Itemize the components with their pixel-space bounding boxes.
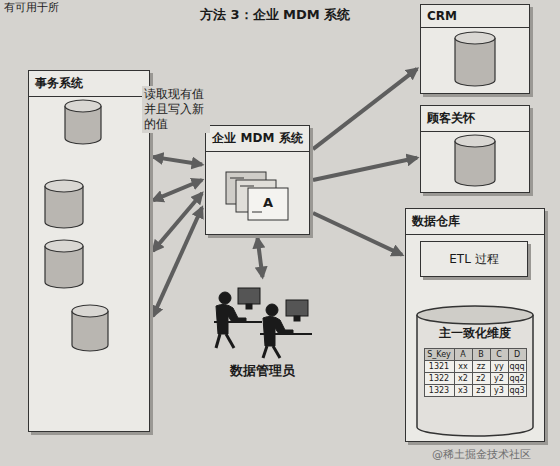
table-cell: S_Key bbox=[425, 349, 455, 361]
data-steward-figures bbox=[214, 288, 312, 358]
table-cell: B bbox=[473, 349, 491, 361]
table-cell: yy bbox=[491, 361, 509, 373]
table-cell: z2 bbox=[473, 373, 491, 385]
process-box: ETL 过程 bbox=[420, 241, 528, 277]
system-box: CRM bbox=[420, 4, 530, 94]
database-cylinder: 主一致化维度 S_KeyABCD 1321xxzzyyqqq 1322x2z2y2qq… bbox=[416, 305, 534, 437]
system-box: 顾客关怀 bbox=[420, 105, 530, 193]
document-letter: A bbox=[263, 195, 273, 210]
table-cell: qq2 bbox=[509, 373, 527, 385]
arrow-connector bbox=[258, 238, 263, 277]
arrow-connector bbox=[313, 158, 417, 180]
table-cell: qq3 bbox=[509, 385, 527, 397]
arrow-connector bbox=[153, 208, 202, 317]
node-heading: 数据仓库 bbox=[406, 209, 544, 235]
node-heading: 企业 MDM 系统 bbox=[206, 126, 309, 152]
table-cell: 1321 bbox=[425, 361, 455, 373]
edge-label: 读取现有值并且写入新的值 bbox=[142, 86, 210, 133]
data-table: S_KeyABCD 1321xxzzyyqqq 1322x2z2y2qq2 1323x… bbox=[424, 348, 527, 397]
arrow-connector bbox=[153, 180, 202, 200]
people-node: 数据管理员 bbox=[200, 280, 325, 380]
node-heading: 主一致化维度 bbox=[416, 305, 534, 342]
table-cell: y2 bbox=[491, 373, 509, 385]
arrow-connector bbox=[153, 193, 202, 251]
system-box: 事务系统 bbox=[28, 70, 150, 432]
warehouse-box: 数据仓库 ETL 过程主一致化维度 S_KeyABCD 1321xxzzyyqqq 13… bbox=[405, 208, 545, 442]
table-cell: z3 bbox=[473, 385, 491, 397]
diagram-title: 方法 3：企业 MDM 系统 bbox=[200, 6, 350, 24]
table-cell: 1322 bbox=[425, 373, 455, 385]
table-cell: 1323 bbox=[425, 385, 455, 397]
table-cell: qqq bbox=[509, 361, 527, 373]
watermark: @稀土掘金技术社区 bbox=[432, 447, 531, 462]
document-stack bbox=[226, 172, 288, 220]
node-heading: 数据管理员 bbox=[200, 362, 325, 380]
table-cell: C bbox=[491, 349, 509, 361]
arrow-connector bbox=[313, 213, 402, 255]
table-cell: zz bbox=[473, 361, 491, 373]
arrow-connector bbox=[153, 157, 202, 165]
node-heading: CRM bbox=[421, 5, 529, 28]
mdm-box: 企业 MDM 系统 bbox=[205, 125, 310, 235]
table-cell: A bbox=[455, 349, 473, 361]
table-cell: xx bbox=[455, 361, 473, 373]
table-cell: x3 bbox=[455, 385, 473, 397]
table-cell: x2 bbox=[455, 373, 473, 385]
database-cylinder bbox=[45, 32, 495, 351]
table-cell: y3 bbox=[491, 385, 509, 397]
cut-off-text: 有可用于所 bbox=[4, 0, 59, 15]
node-heading: 事务系统 bbox=[29, 71, 149, 97]
table-cell: D bbox=[509, 349, 527, 361]
node-heading: 顾客关怀 bbox=[421, 106, 529, 132]
node-heading: ETL 过程 bbox=[421, 242, 527, 272]
arrow-connector bbox=[313, 69, 417, 149]
